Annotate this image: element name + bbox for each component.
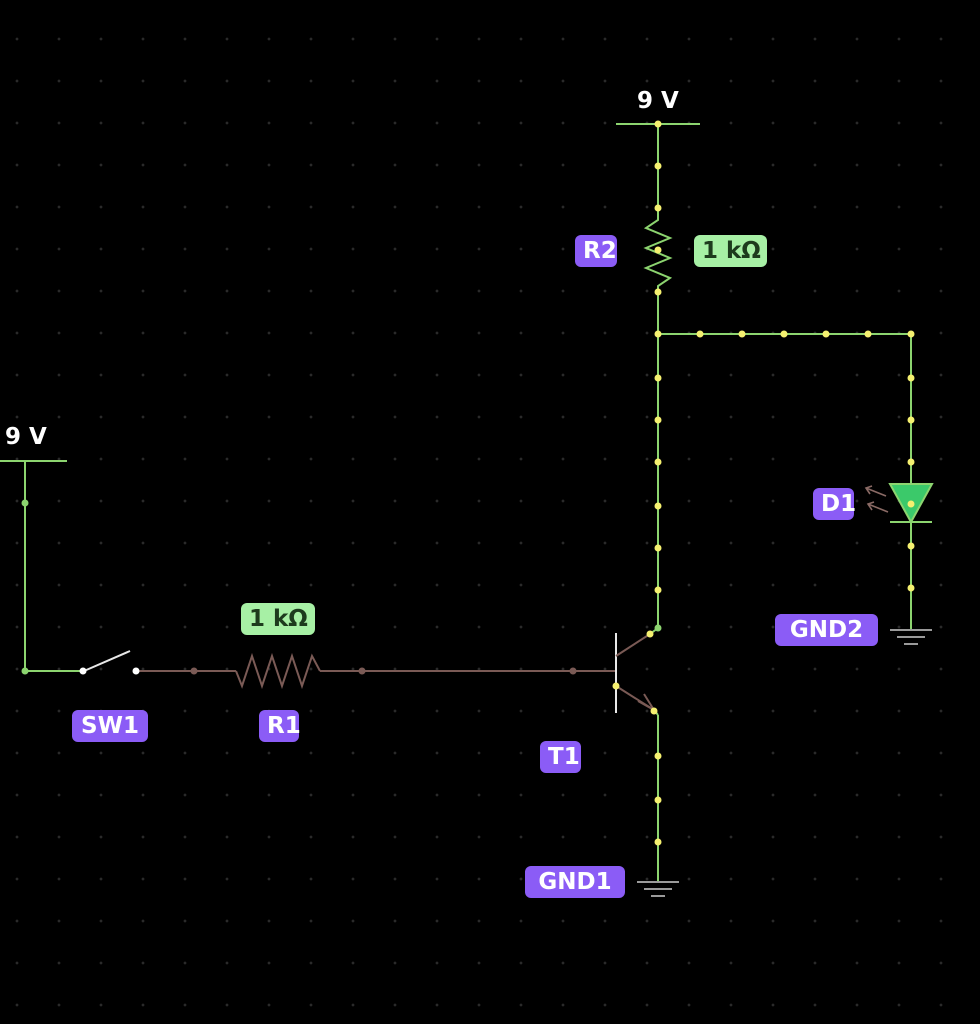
r1-label[interactable]: R1 <box>259 710 301 742</box>
t1-label[interactable]: T1 <box>540 741 581 773</box>
switch-sw1-pin-b <box>132 667 140 675</box>
switch-sw1-lever <box>83 650 131 672</box>
r1-value[interactable]: 1 kΩ <box>241 603 315 635</box>
led-d1-symbol <box>864 483 934 525</box>
supply-top-label: 9 V <box>637 88 679 114</box>
supply-left-label: 9 V <box>5 424 47 450</box>
ground-gnd1-symbol <box>637 881 679 897</box>
r2-value[interactable]: 1 kΩ <box>694 235 767 267</box>
current-dots <box>612 120 915 846</box>
sw1-label[interactable]: SW1 <box>72 710 148 742</box>
r2-label[interactable]: R2 <box>575 235 617 267</box>
ground-gnd2-symbol <box>890 629 932 645</box>
node-markers <box>21 499 662 675</box>
d1-label[interactable]: D1 <box>813 488 856 520</box>
gnd1-label[interactable]: GND1 <box>525 866 625 898</box>
switch-sw1-pin-a <box>79 667 87 675</box>
transistor-t1-symbol <box>615 627 659 716</box>
gnd2-label[interactable]: GND2 <box>775 614 878 646</box>
resistor-r1-symbol <box>235 652 321 690</box>
live-wires <box>24 124 912 882</box>
